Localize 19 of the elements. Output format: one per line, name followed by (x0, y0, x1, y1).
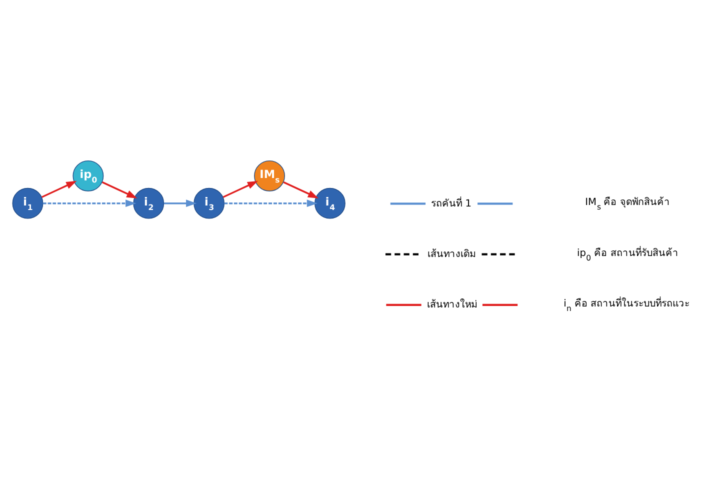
node-circle: IM$_{s}$ (254, 160, 285, 191)
label: ip$_{0}$ คือ สถานที่รับสินค้า (576, 247, 678, 262)
node-circle: ip$_{0}$ (72, 160, 104, 191)
arrow (41, 180, 77, 198)
legend-label: เส้นทางเดิม (428, 248, 476, 260)
arrow (224, 199, 318, 207)
arrow (42, 199, 136, 207)
arrow (283, 180, 319, 198)
node-circle: i$_{2}$ (133, 187, 164, 218)
node-circle: i$_{4}$ (314, 187, 346, 218)
arrow (102, 180, 138, 198)
node-circle: i$_{1}$ (12, 187, 44, 218)
label: i$_{n}$ คือ สถานที่ในระบบที่รถแวะ (564, 298, 690, 312)
arrow (222, 180, 258, 198)
node-circle: i$_{3}$ (194, 187, 225, 218)
legend-label: รถคันที่ 1 (431, 198, 472, 209)
legend-label: เส้นทางใหม่ (426, 298, 477, 310)
label: IM$_{s}$ คือ จุดพักสินค้า (585, 196, 670, 212)
arrow (164, 199, 197, 207)
